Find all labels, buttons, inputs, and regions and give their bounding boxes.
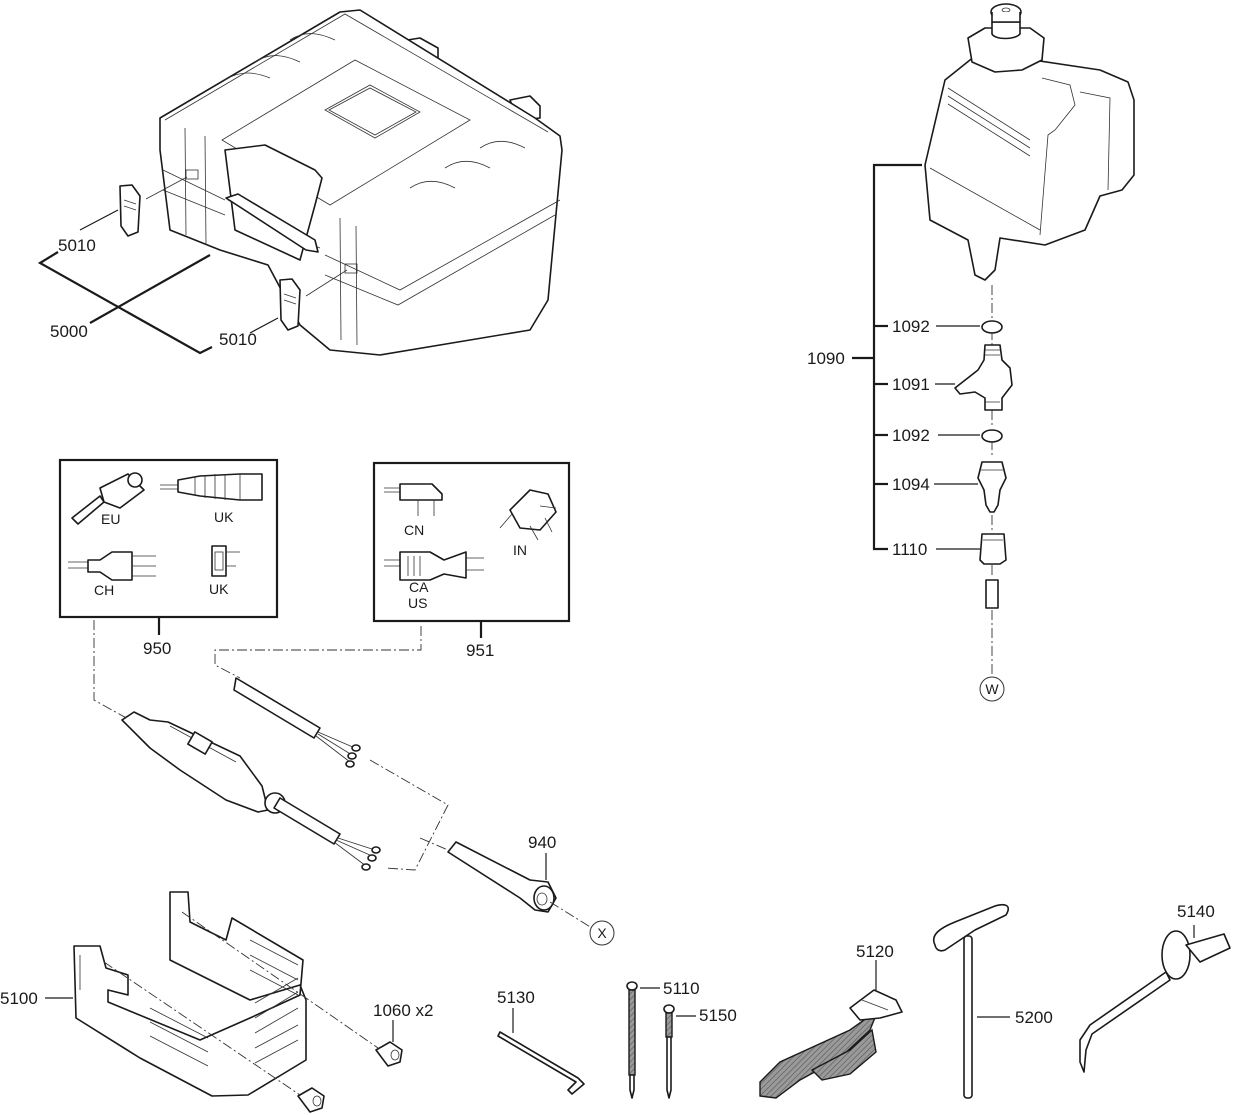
label-marker-w: W	[985, 681, 999, 697]
heater-body	[121, 711, 381, 871]
label-plug-set-951: 951	[466, 641, 494, 660]
part-valve-fitting	[935, 344, 1013, 411]
label-tool-5150: 5150	[699, 1006, 737, 1025]
label-part-1094: 1094	[892, 475, 930, 494]
carrying-case	[159, 9, 563, 356]
label-plug-cn: CN	[404, 522, 424, 538]
label-plug-uk-2: UK	[209, 581, 229, 597]
label-plug-set-950: 950	[143, 639, 171, 658]
plug-uk-cable	[160, 473, 263, 501]
tool-probe	[1079, 925, 1231, 1073]
water-tank	[924, 3, 1135, 281]
guard-bracket	[45, 891, 307, 1097]
plug-set-951-box	[372, 461, 571, 623]
label-part-1092-bottom: 1092	[892, 426, 930, 445]
plug-uk-adaptor	[211, 545, 240, 577]
label-case: 5000	[50, 322, 88, 341]
plug-951-connector-line	[214, 626, 422, 679]
plug-ch	[68, 551, 156, 581]
label-plug-eu: EU	[101, 511, 120, 527]
case-leader-line	[89, 254, 211, 324]
part-nut	[936, 533, 1007, 565]
tool-pin-long	[626, 981, 660, 1099]
connector-marker-w	[979, 676, 1005, 702]
label-plug-in: IN	[513, 542, 527, 558]
plug-eu	[71, 472, 145, 525]
plug-set-950-box	[58, 458, 279, 619]
label-tool-5130: 5130	[497, 988, 535, 1007]
label-plug-uk-1: UK	[214, 509, 234, 525]
screw-upper	[375, 1041, 403, 1067]
part-nozzle	[934, 461, 1007, 513]
label-plug-us: US	[408, 595, 427, 611]
latch-right	[279, 269, 348, 331]
cable-bracket-line	[369, 759, 449, 871]
plug-950-connector-line	[93, 620, 131, 721]
label-guard-5100: 5100	[0, 989, 38, 1008]
label-plug-ch: CH	[94, 582, 114, 598]
label-tool-5120: 5120	[856, 942, 894, 961]
label-tank-assembly: 1090	[807, 349, 845, 368]
heater-handle	[447, 841, 557, 913]
plug-in	[499, 489, 557, 541]
label-latch-right: 5010	[219, 330, 257, 349]
part-tube	[985, 579, 999, 609]
label-plug-ca: CA	[409, 579, 429, 595]
part-o-ring-top	[936, 320, 1003, 334]
plug-ca-us	[384, 551, 484, 581]
power-cable-upper	[233, 677, 361, 768]
label-tool-5110: 5110	[663, 979, 700, 998]
label-screw-1060: 1060 x2	[373, 1001, 434, 1020]
label-part-1110: 1110	[892, 540, 927, 559]
screw-lower	[297, 1087, 325, 1113]
label-marker-x: X	[597, 925, 607, 941]
label-part-1092-top: 1092	[892, 317, 930, 336]
label-part-1091: 1091	[892, 375, 930, 394]
tool-strap	[759, 960, 903, 1099]
tool-t-handle	[933, 903, 1010, 1099]
latch-bracket-line	[37, 251, 213, 355]
part-o-ring-bottom	[938, 429, 1003, 443]
label-latch-left: 5010	[58, 236, 96, 255]
label-tool-5140: 5140	[1177, 902, 1215, 921]
label-handle-940: 940	[528, 833, 556, 852]
connector-marker-x	[589, 920, 615, 946]
tool-hex-key	[497, 1008, 585, 1095]
plug-cn	[384, 483, 443, 516]
latch-left	[119, 176, 188, 237]
tool-pin-short	[663, 1004, 696, 1099]
label-tool-5200: 5200	[1015, 1008, 1053, 1027]
